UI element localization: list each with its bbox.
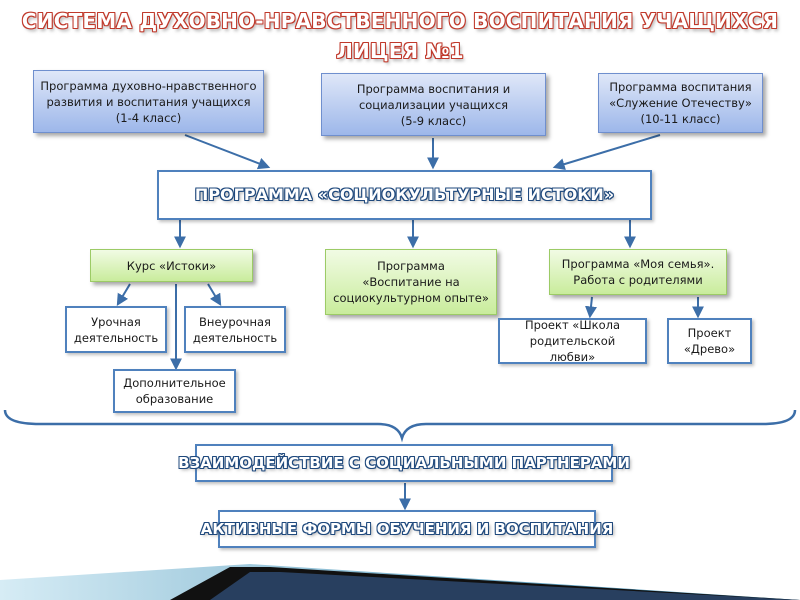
lesson-line2: деятельность	[73, 330, 159, 345]
bottom-decorative-stripe	[0, 564, 800, 600]
arrow-family-to-school-project	[585, 296, 597, 319]
program-my-family: Программа «Моя семья». Работа с родителя…	[549, 249, 727, 295]
additional-education: Дополнительное образование	[113, 369, 236, 413]
project-tree-line2: «Древо»	[683, 342, 736, 356]
program-middle-school: Программа воспитания и социализации учащ…	[321, 73, 546, 136]
family-line1: Программа «Моя семья».	[561, 257, 715, 271]
slide-title: СИСТЕМА ДУХОВНО-НРАВСТВЕННОГО ВОСПИТАНИЯ…	[21, 9, 779, 63]
arrow-course-to-lesson	[116, 283, 131, 307]
program-senior-line2: «Служение Отечеству»	[609, 96, 752, 110]
lesson-activity: Урочная деятельность	[65, 306, 167, 353]
project-parental-love-school: Проект «Школа родительской любви»	[498, 318, 647, 364]
project-tree: Проект «Древо»	[667, 318, 752, 364]
program-middle-line1: Программа воспитания и	[356, 81, 511, 96]
active-learning-forms: АКТИВНЫЕ ФОРМЫ ОБУЧЕНИЯ И ВОСПИТАНИЯ	[201, 510, 613, 548]
experience-line3: социокультурном опыте»	[333, 291, 489, 305]
project-tree-line1: Проект	[687, 326, 732, 340]
extracurricular-activity: Внеурочная деятельность	[184, 306, 286, 353]
social-partners-label: ВЗАИМОДЕЙСТВИЕ С СОЦИАЛЬНЫМИ ПАРТНЕРАМИ	[178, 454, 630, 472]
program-senior-line3: (10-11 класс)	[640, 112, 721, 126]
lesson-line1: Урочная	[91, 314, 141, 329]
course-istoki-label: Курс «Истоки»	[126, 258, 217, 273]
program-primary-line2: развития и воспитания учащихся	[46, 94, 251, 109]
arrow-course-to-extracurricular	[207, 283, 222, 307]
program-middle-line3: (5-9 класс)	[400, 113, 467, 128]
arrow-top-right-to-central	[552, 134, 661, 170]
central-program: ПРОГРАММА «СОЦИОКУЛЬТУРНЫЕ ИСТОКИ»	[157, 170, 652, 220]
project-school-line2: родительской любви»	[529, 334, 616, 364]
program-primary-school: Программа духовно-нравственного развития…	[33, 70, 264, 133]
course-istoki: Курс «Истоки»	[90, 249, 253, 282]
experience-line1: Программа	[377, 259, 445, 273]
additional-line2: образование	[135, 392, 214, 406]
extracurricular-line2: деятельность	[192, 330, 278, 345]
program-senior-line1: Программа воспитания	[609, 80, 752, 94]
project-school-line1: Проект «Школа	[524, 318, 621, 332]
social-partners: ВЗАИМОДЕЙСТВИЕ С СОЦИАЛЬНЫМИ ПАРТНЕРАМИ	[178, 444, 630, 482]
central-program-label: ПРОГРАММА «СОЦИОКУЛЬТУРНЫЕ ИСТОКИ»	[194, 185, 615, 204]
family-line2: Работа с родителями	[573, 273, 703, 287]
arrow-top-left-to-central	[184, 134, 271, 170]
additional-line1: Дополнительное	[123, 376, 226, 390]
program-primary-line1: Программа духовно-нравственного	[40, 78, 257, 93]
program-middle-line2: социализации учащихся	[358, 97, 509, 112]
program-primary-line3: (1-4 класс)	[115, 110, 182, 125]
active-forms-label: АКТИВНЫЕ ФОРМЫ ОБУЧЕНИЯ И ВОСПИТАНИЯ	[200, 520, 614, 538]
curly-brace	[3, 409, 797, 443]
program-sociocultural-experience: Программа «Воспитание на социокультурном…	[325, 249, 497, 315]
program-senior-school: Программа воспитания «Служение Отечеству…	[598, 73, 763, 133]
experience-line2: «Воспитание на	[362, 275, 460, 289]
extracurricular-line1: Внеурочная	[199, 314, 271, 329]
